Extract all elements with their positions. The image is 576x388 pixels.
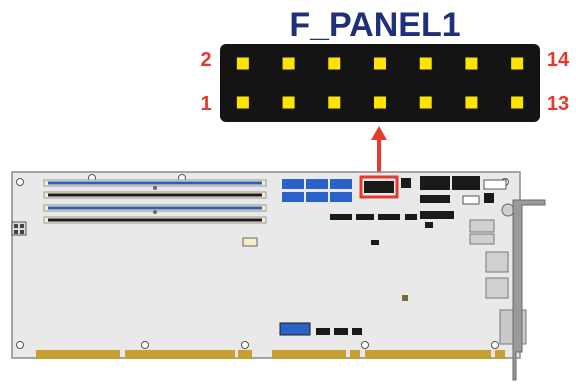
usb-port — [469, 219, 495, 233]
edge-fingers — [36, 350, 505, 359]
f-panel-connector — [220, 44, 540, 122]
pin-label-top-left: 2 — [200, 49, 211, 71]
usb-port — [469, 233, 495, 245]
connector-pin — [419, 96, 432, 109]
connector-pin — [374, 57, 386, 70]
f-panel-on-board — [364, 181, 394, 193]
mount-hole — [361, 341, 369, 349]
pin-label-bottom-left: 1 — [200, 93, 211, 115]
connector-body — [220, 44, 540, 122]
mount-hole — [241, 341, 249, 349]
location-arrow — [371, 126, 387, 177]
mount-hole — [16, 341, 24, 349]
connector-pin — [374, 96, 386, 109]
mount-hole — [16, 178, 24, 186]
connector-pin — [236, 96, 249, 109]
blue-header — [279, 322, 311, 336]
f-panel-highlight — [359, 175, 399, 199]
connector-pin — [282, 96, 295, 109]
pin-label-bottom-right: 13 — [547, 93, 569, 115]
fan-icon — [501, 203, 515, 217]
connector-pin — [236, 57, 249, 70]
connector-title: F_PANEL1 — [289, 6, 460, 44]
sata-connectors — [282, 179, 352, 202]
io-bracket — [512, 199, 546, 381]
connector-pin — [511, 96, 524, 109]
fan-header — [242, 237, 258, 247]
lan-port — [485, 277, 509, 299]
motherboard — [11, 171, 546, 381]
lan-port — [485, 251, 509, 273]
connector-pin — [511, 57, 524, 70]
pin-label-top-right: 14 — [547, 49, 570, 71]
connector-pin — [465, 57, 478, 70]
connector-pin — [328, 57, 341, 70]
connector-pin — [282, 57, 295, 70]
memory-slots — [43, 179, 267, 224]
connector-pin — [419, 57, 432, 70]
connector-pin — [328, 96, 341, 109]
mount-hole — [141, 341, 149, 349]
connector-pin — [465, 96, 478, 109]
mount-hole — [491, 341, 499, 349]
